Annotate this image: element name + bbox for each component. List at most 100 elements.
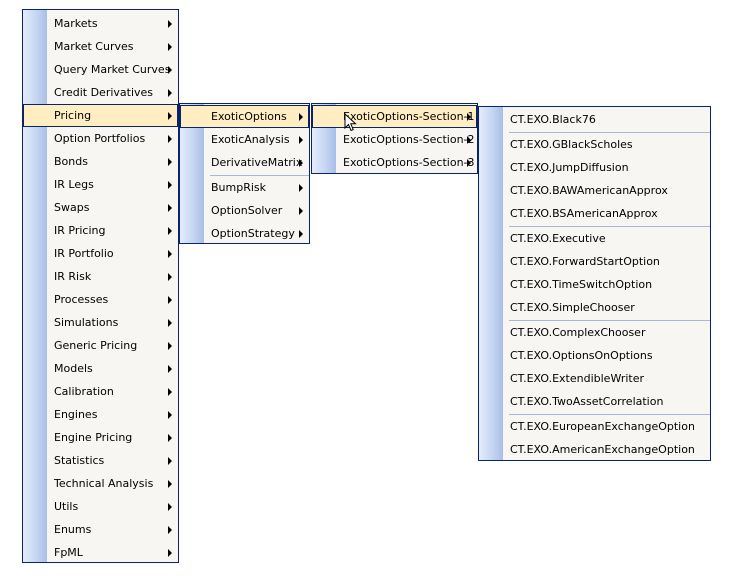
menu-separator [210, 175, 309, 176]
submenu-arrow-icon [299, 159, 303, 167]
menu-item-credit-derivatives[interactable]: Credit Derivatives [23, 81, 178, 104]
menu-item-ct-exo-extendiblewriter[interactable]: CT.EXO.ExtendibleWriter [479, 367, 710, 390]
menu-item-ct-exo-executive[interactable]: CT.EXO.Executive [479, 227, 710, 250]
submenu-arrow-icon [299, 184, 303, 192]
menu-item-label: Technical Analysis [54, 477, 154, 490]
submenu-arrow-icon [168, 434, 172, 442]
menu-item-enums[interactable]: Enums [23, 518, 178, 541]
menu-item-exoticoptions-section-3[interactable]: ExoticOptions-Section-3 [312, 151, 477, 174]
submenu-arrow-icon [168, 204, 172, 212]
menu-item-label: Statistics [54, 454, 105, 467]
menu-item-optionsolver[interactable]: OptionSolver [180, 199, 309, 222]
menu-item-label: CT.EXO.EuropeanExchangeOption [510, 420, 695, 433]
submenu-arrow-icon [168, 66, 172, 74]
submenu-arrow-icon [168, 388, 172, 396]
menu-gutter [479, 107, 503, 460]
submenu-arrow-icon [467, 136, 471, 144]
submenu-arrow-icon [168, 480, 172, 488]
menu-item-generic-pricing[interactable]: Generic Pricing [23, 334, 178, 357]
menu-item-label: CT.EXO.JumpDiffusion [510, 161, 629, 174]
menu-item-query-market-curves[interactable]: Query Market Curves [23, 58, 178, 81]
menu-item-market-curves[interactable]: Market Curves [23, 35, 178, 58]
menu-item-statistics[interactable]: Statistics [23, 449, 178, 472]
menu-item-ct-exo-bsamericanapprox[interactable]: CT.EXO.BSAmericanApprox [479, 202, 710, 225]
menu-item-label: Models [54, 362, 93, 375]
menu-item-fpml[interactable]: FpML [23, 541, 178, 564]
menu-item-exoticoptions[interactable]: ExoticOptions [180, 105, 309, 128]
menu-item-label: OptionSolver [211, 204, 283, 217]
submenu-arrow-icon [168, 135, 172, 143]
menu-item-ct-exo-jumpdiffusion[interactable]: CT.EXO.JumpDiffusion [479, 156, 710, 179]
menu-item-bumprisk[interactable]: BumpRisk [180, 176, 309, 199]
submenu-arrow-icon [467, 159, 471, 167]
menu-item-optionstrategy[interactable]: OptionStrategy [180, 222, 309, 245]
menu-item-ct-exo-europeanexchangeoption[interactable]: CT.EXO.EuropeanExchangeOption [479, 415, 710, 438]
menu-item-engines[interactable]: Engines [23, 403, 178, 426]
menu-item-label: IR Risk [54, 270, 92, 283]
menu-item-ct-exo-americanexchangeoption[interactable]: CT.EXO.AmericanExchangeOption [479, 438, 710, 461]
menu-item-exoticoptions-section-1[interactable]: ExoticOptions-Section-1 [312, 105, 477, 128]
menu-item-label: BumpRisk [211, 181, 267, 194]
menu-item-exoticanalysis[interactable]: ExoticAnalysis [180, 128, 309, 151]
menu-item-label: Credit Derivatives [54, 86, 154, 99]
menu-item-label: Swaps [54, 201, 90, 214]
menu-item-ct-exo-optionsonoptions[interactable]: CT.EXO.OptionsOnOptions [479, 344, 710, 367]
menu-item-label: Option Portfolios [54, 132, 146, 145]
menu-item-label: ExoticOptions [211, 110, 287, 123]
menu-separator [509, 320, 710, 321]
submenu-arrow-icon [168, 342, 172, 350]
menu-item-option-portfolios[interactable]: Option Portfolios [23, 127, 178, 150]
submenu-arrow-icon [299, 113, 303, 121]
menu-item-label: IR Pricing [54, 224, 106, 237]
menu-item-ct-exo-twoassetcorrelation[interactable]: CT.EXO.TwoAssetCorrelation [479, 390, 710, 413]
menu-item-swaps[interactable]: Swaps [23, 196, 178, 219]
submenu-arrow-icon [168, 457, 172, 465]
menu-item-ct-exo-gblackscholes[interactable]: CT.EXO.GBlackScholes [479, 133, 710, 156]
submenu-arrow-icon [168, 89, 172, 97]
menu-item-label: OptionStrategy [211, 227, 295, 240]
menu-item-ct-exo-forwardstartoption[interactable]: CT.EXO.ForwardStartOption [479, 250, 710, 273]
menu-item-label: CT.EXO.GBlackScholes [510, 138, 633, 151]
menu-item-label: CT.EXO.Executive [510, 232, 606, 245]
menu-item-derivativematrix[interactable]: DerivativeMatrix [180, 151, 309, 174]
submenu-arrow-icon [299, 207, 303, 215]
menu-item-label: Query Market Curves [54, 63, 171, 76]
menu-item-label: CT.EXO.BSAmericanApprox [510, 207, 658, 220]
menu-item-ir-portfolio[interactable]: IR Portfolio [23, 242, 178, 265]
submenu-arrow-icon [168, 273, 172, 281]
menu-item-ct-exo-complexchooser[interactable]: CT.EXO.ComplexChooser [479, 321, 710, 344]
menu-item-label: ExoticAnalysis [211, 133, 290, 146]
menu-item-label: IR Legs [54, 178, 94, 191]
menu-separator [509, 226, 710, 227]
menu-item-ct-exo-simplechooser[interactable]: CT.EXO.SimpleChooser [479, 296, 710, 319]
menu-item-processes[interactable]: Processes [23, 288, 178, 311]
menu-item-ir-risk[interactable]: IR Risk [23, 265, 178, 288]
menu-item-label: Engine Pricing [54, 431, 133, 444]
menu-item-calibration[interactable]: Calibration [23, 380, 178, 403]
menu-item-ir-legs[interactable]: IR Legs [23, 173, 178, 196]
menu-item-models[interactable]: Models [23, 357, 178, 380]
menu-item-simulations[interactable]: Simulations [23, 311, 178, 334]
menu-item-ct-exo-bawamericanapprox[interactable]: CT.EXO.BAWAmericanApprox [479, 179, 710, 202]
menu-item-utils[interactable]: Utils [23, 495, 178, 518]
menu-item-exoticoptions-section-2[interactable]: ExoticOptions-Section-2 [312, 128, 477, 151]
menu-item-label: CT.EXO.ExtendibleWriter [510, 372, 645, 385]
submenu-arrow-icon [168, 112, 172, 120]
menu-item-markets[interactable]: Markets [23, 12, 178, 35]
menu-item-label: CT.EXO.AmericanExchangeOption [510, 443, 695, 456]
menu-item-label: Bonds [54, 155, 88, 168]
menu-item-ir-pricing[interactable]: IR Pricing [23, 219, 178, 242]
menu-item-pricing[interactable]: Pricing [23, 104, 178, 127]
menu-item-label: CT.EXO.OptionsOnOptions [510, 349, 653, 362]
submenu-arrow-icon [168, 526, 172, 534]
menu-item-bonds[interactable]: Bonds [23, 150, 178, 173]
menu-item-label: CT.EXO.BAWAmericanApprox [510, 184, 668, 197]
menu-item-technical-analysis[interactable]: Technical Analysis [23, 472, 178, 495]
submenu-arrow-icon [168, 411, 172, 419]
menu-item-label: Calibration [54, 385, 114, 398]
menu-item-engine-pricing[interactable]: Engine Pricing [23, 426, 178, 449]
menu-item-ct-exo-black76[interactable]: CT.EXO.Black76 [479, 108, 710, 131]
menu-item-ct-exo-timeswitchoption[interactable]: CT.EXO.TimeSwitchOption [479, 273, 710, 296]
